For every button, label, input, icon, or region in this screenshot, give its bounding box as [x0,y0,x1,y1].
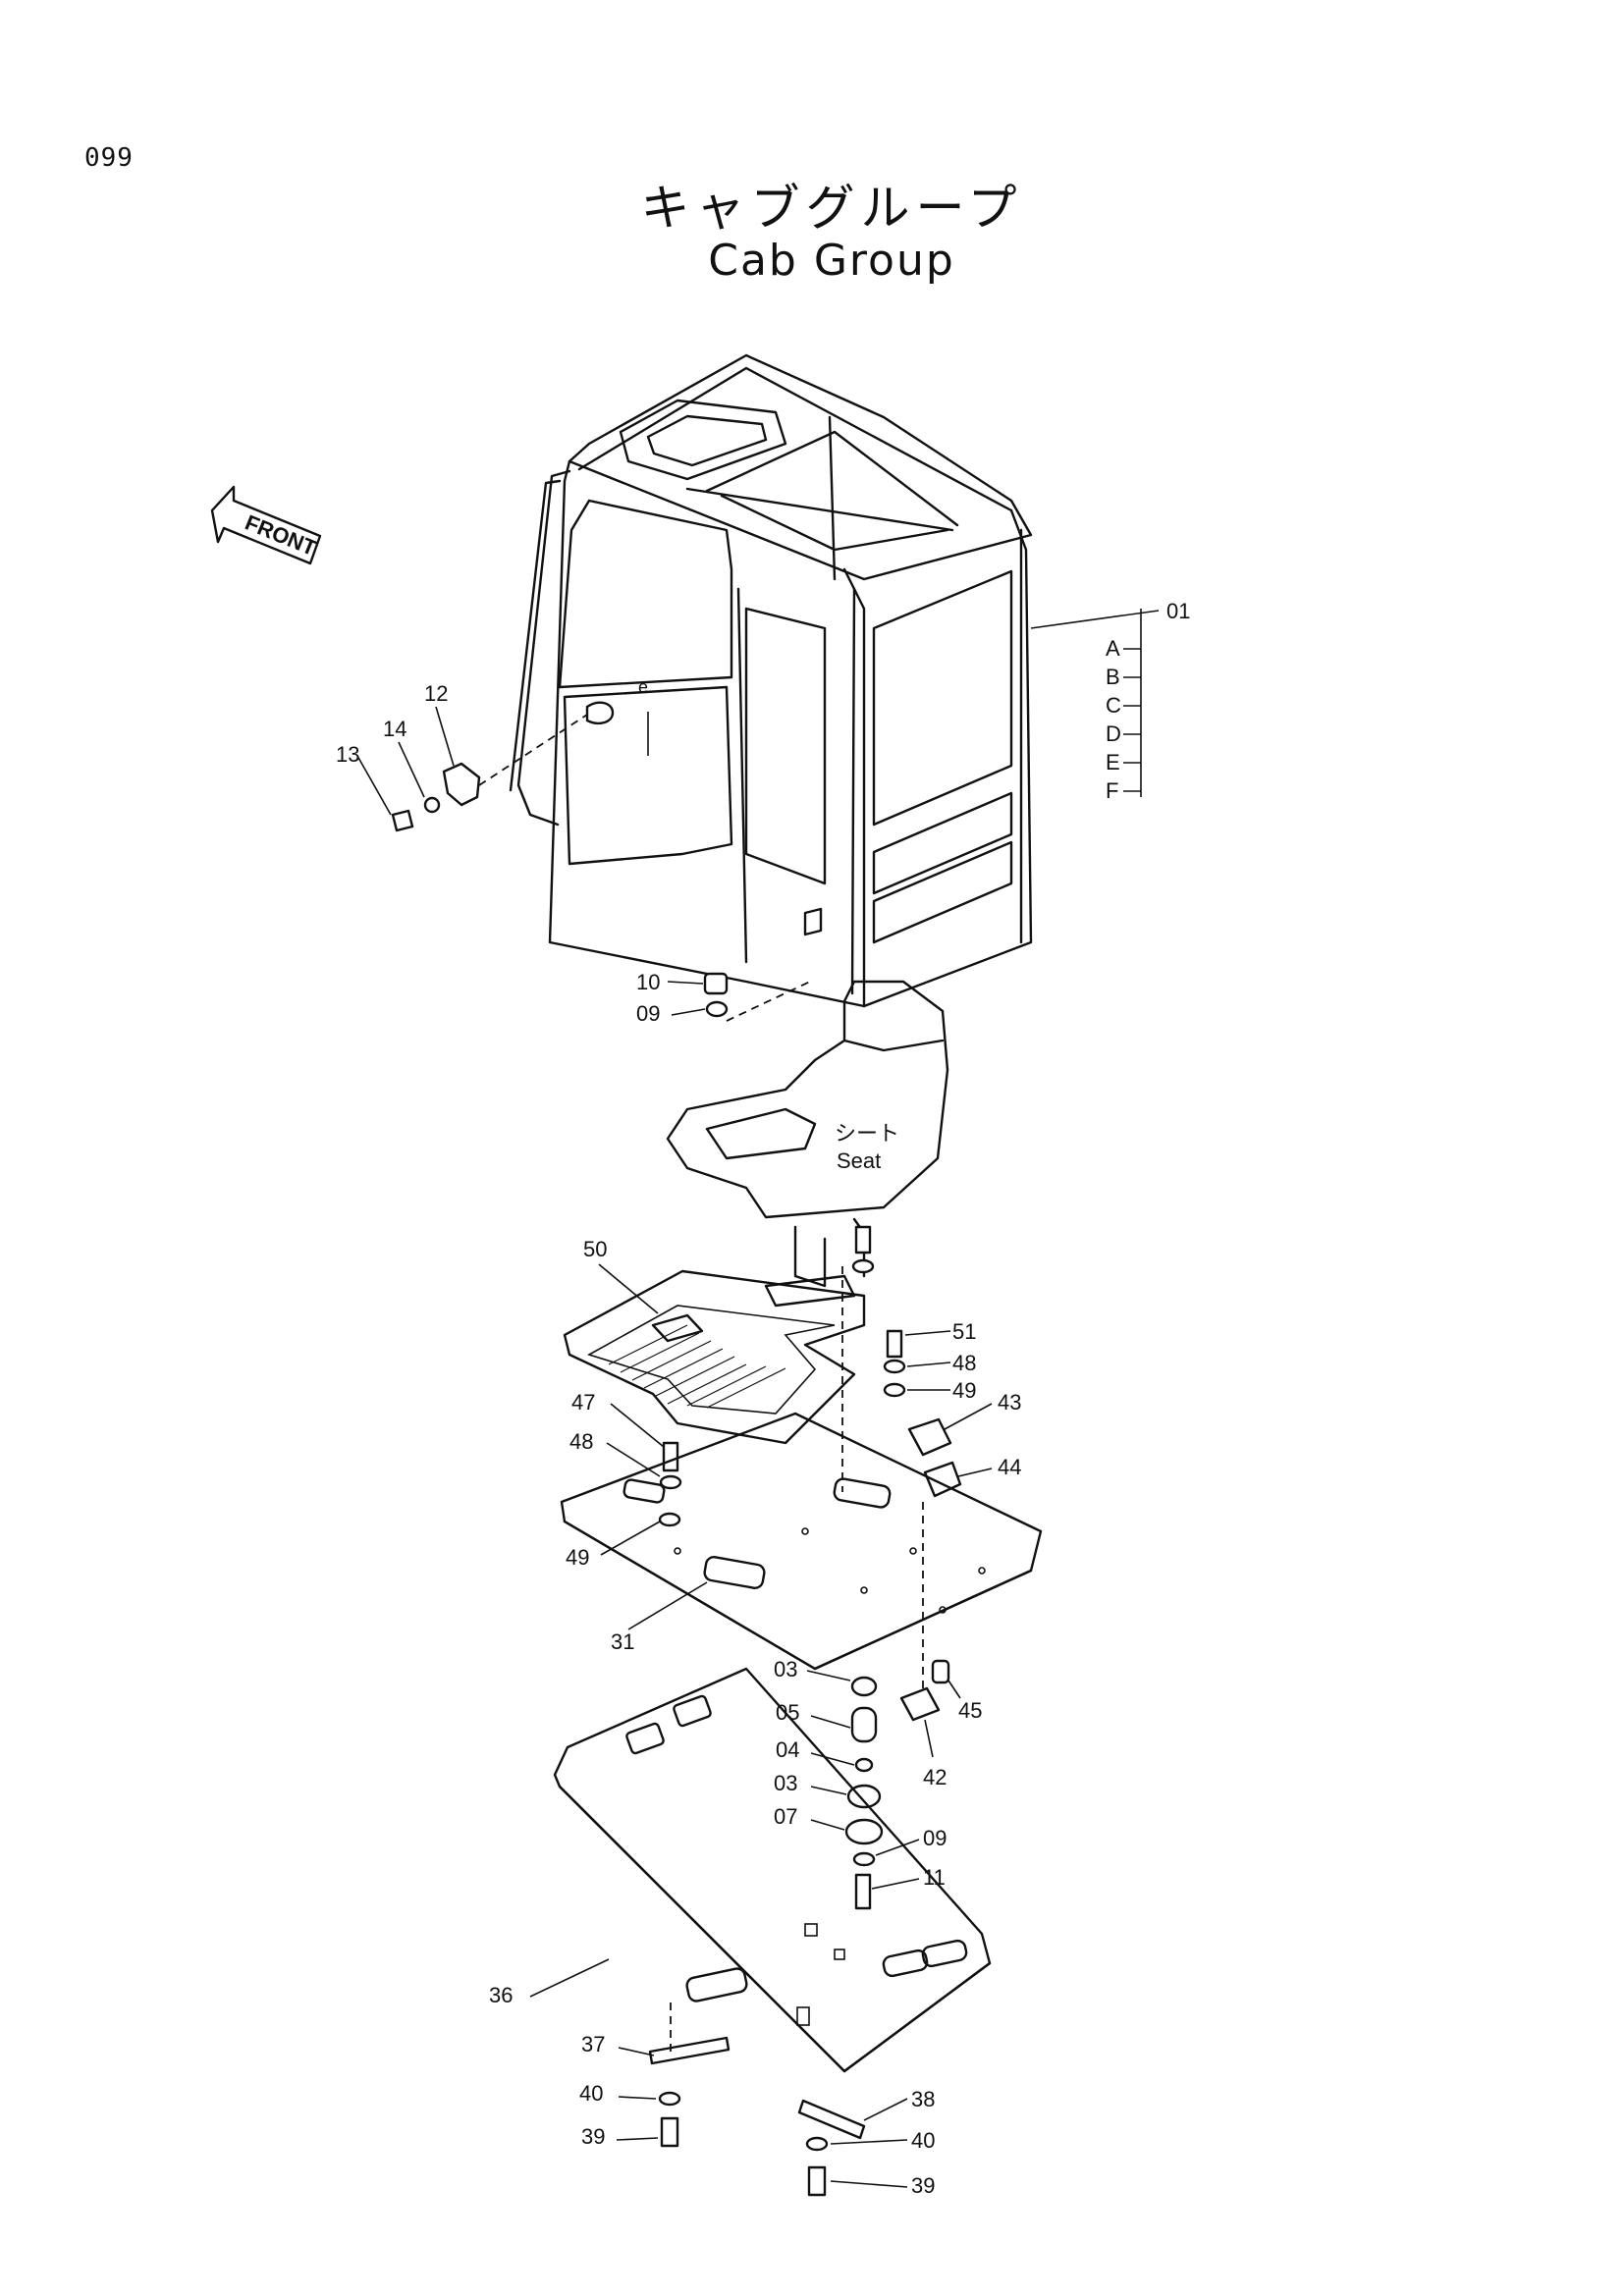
grommets [907,1417,962,1498]
front-label: FRONT [242,509,320,561]
seat-assembly: シート Seat [666,980,949,1288]
seat-label-jp: シート [835,1121,899,1146]
callout-42: 42 [923,1765,947,1789]
callout-47: 47 [571,1390,595,1415]
upper-fasteners [883,1329,906,1398]
callout-45: 45 [958,1698,982,1723]
callout-39-left: 39 [581,2124,605,2149]
front-arrow-icon: FRONT [210,485,322,565]
bracket-left [648,2002,731,2148]
variant-e: E [1106,750,1120,774]
callout-49-left: 49 [566,1545,589,1570]
cab-assembly: e [509,353,1033,1008]
grommet-and-nut [899,1659,950,1722]
left-fasteners [658,1441,682,1527]
callout-44: 44 [998,1455,1021,1479]
seat-label-en: Seat [837,1148,881,1173]
callout-03-top: 03 [774,1657,797,1682]
mount-stack [844,1676,884,1910]
bracket-right [797,2099,866,2197]
callout-01: 01 [1166,599,1190,623]
callout-13: 13 [336,742,359,767]
variant-a: A [1106,636,1120,661]
callout-09-bottom: 09 [923,1826,947,1850]
callout-40-right: 40 [911,2128,935,2153]
callout-36: 36 [489,1983,513,2007]
floor-mat [563,1269,866,1445]
callout-04: 04 [776,1737,799,1762]
callout-10: 10 [636,970,660,994]
cab-variant-list: A B C D E F [1106,636,1121,803]
page-number: 099 [84,143,134,173]
variant-b: B [1106,665,1120,689]
callout-49-right: 49 [952,1378,976,1403]
callout-48-right: 48 [952,1351,976,1375]
callout-03-bottom: 03 [774,1771,797,1795]
callout-51: 51 [952,1319,976,1344]
callout-07: 07 [774,1804,797,1829]
floor-plate [560,1412,1043,1671]
callout-11: 11 [923,1865,946,1890]
title-english: Cab Group [708,236,955,286]
callout-09-top: 09 [636,1001,660,1026]
callout-12: 12 [424,681,448,706]
callout-48-left: 48 [569,1429,593,1454]
callout-31: 31 [611,1629,634,1654]
variant-d: D [1106,721,1121,746]
door-handle-parts [391,714,588,832]
callout-14: 14 [383,717,406,741]
cab-mount-nut [703,972,811,1022]
callout-05: 05 [776,1700,799,1725]
callout-40-left: 40 [579,2081,603,2106]
title-japanese: キャブグループ [640,180,1023,237]
callout-43: 43 [998,1390,1021,1415]
variant-f: F [1106,778,1118,803]
callout-38: 38 [911,2087,935,2111]
base-plate [553,1667,992,2073]
callout-50: 50 [583,1237,607,1261]
callout-39-right: 39 [911,2173,935,2198]
variant-c: C [1106,693,1121,718]
callout-dot-e: e [638,677,648,697]
callout-37: 37 [581,2032,605,2056]
